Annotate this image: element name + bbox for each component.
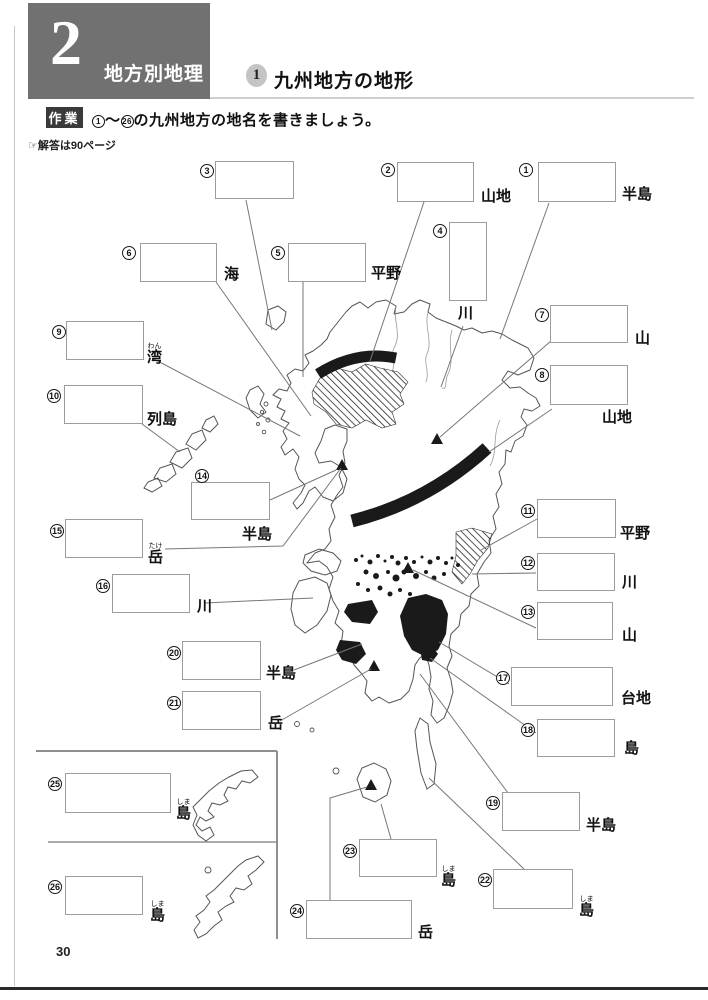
- section-title: 九州地方の地形: [274, 71, 415, 92]
- miyanoura-dake-marker: [365, 779, 377, 790]
- miyazaki-plain-hatch: [451, 527, 493, 585]
- answer-box-3[interactable]: [215, 161, 294, 199]
- mountain-markers: [336, 433, 443, 790]
- okinawa-small-island: [204, 866, 212, 874]
- answer-box-15[interactable]: [65, 519, 143, 558]
- answer-box-12[interactable]: [537, 553, 615, 591]
- kujukushima-dots: [256, 401, 271, 435]
- small-island-b: [309, 727, 315, 733]
- answer-box-26[interactable]: [65, 876, 143, 915]
- kyushu-outline: [272, 299, 541, 724]
- okinawa-island: [193, 855, 265, 939]
- answer-box-7[interactable]: [550, 305, 628, 343]
- answer-box-20[interactable]: [182, 641, 261, 680]
- kuchinoerabu-island: [332, 767, 340, 775]
- answer-box-22[interactable]: [493, 869, 573, 909]
- aso-san-marker: [431, 433, 443, 444]
- answer-box-13[interactable]: [537, 602, 613, 640]
- yakushima-island: [356, 762, 392, 803]
- answer-box-19[interactable]: [502, 792, 580, 831]
- leader-line-21: [279, 668, 372, 722]
- page-left-edge: [14, 26, 15, 986]
- chapter-number: 2: [50, 7, 82, 78]
- chapter-banner: 2 地方別地理: [28, 3, 210, 99]
- leader-line-7: [439, 340, 552, 438]
- small-island-a: [294, 721, 300, 727]
- leader-line-4: [440, 325, 464, 388]
- page-number: 30: [56, 944, 71, 959]
- unzen-dake-marker: [336, 459, 348, 470]
- answer-box-11[interactable]: [537, 499, 616, 538]
- tsukushi-plain-hatch: [311, 363, 409, 429]
- leader-line-22: [428, 777, 525, 870]
- leader-line-6: [215, 281, 312, 417]
- hirado-island: [245, 385, 267, 419]
- inset-frame: [36, 750, 278, 939]
- answer-box-18[interactable]: [537, 719, 615, 757]
- section-number-badge: 1: [246, 64, 267, 87]
- kirishima-yama-marker: [402, 562, 414, 573]
- leader-line-15: [164, 467, 342, 550]
- goto-islands: [143, 415, 219, 493]
- answer-box-21[interactable]: [182, 691, 261, 730]
- answer-box-10[interactable]: [64, 385, 143, 424]
- leader-line-12: [471, 572, 537, 575]
- leader-line-19: [419, 673, 509, 794]
- answer-note: ☞解答は90ページ: [28, 140, 116, 152]
- answer-box-16[interactable]: [112, 574, 190, 613]
- leader-line-2: [369, 201, 425, 362]
- leader-line-3: [245, 199, 273, 331]
- leader-lines: [141, 199, 553, 900]
- circled-number-start: 1: [92, 115, 105, 128]
- kyushu-mountains-band: [350, 443, 492, 528]
- page-bottom-edge: [0, 987, 708, 990]
- answer-box-25[interactable]: [65, 773, 171, 813]
- iki-island: [265, 305, 287, 331]
- answer-box-9[interactable]: [66, 321, 144, 360]
- volcanic-black-areas: [336, 554, 460, 664]
- amakusa-islands: [290, 548, 342, 634]
- task-text: の九州地方の地名を書きましょう。: [133, 112, 381, 129]
- answer-box-8[interactable]: [550, 365, 628, 405]
- leader-line-24: [329, 786, 368, 900]
- task-badge: 作業: [46, 107, 83, 128]
- leader-line-10: [141, 423, 181, 453]
- answer-box-6[interactable]: [140, 243, 217, 282]
- leader-line-9: [151, 357, 301, 437]
- leader-line-11: [480, 518, 538, 551]
- answer-box-1[interactable]: [538, 162, 616, 202]
- answer-box-23[interactable]: [359, 839, 437, 877]
- leader-line-20: [293, 643, 363, 671]
- answer-box-17[interactable]: [511, 667, 613, 706]
- leader-line-23: [380, 803, 392, 840]
- leader-line-13: [412, 569, 537, 629]
- answer-box-24[interactable]: [306, 900, 412, 939]
- amami-oshima-island: [192, 769, 259, 842]
- header-rule: [210, 97, 694, 99]
- answer-box-4[interactable]: [449, 222, 487, 301]
- answer-box-2[interactable]: [397, 162, 474, 202]
- kaimon-dake-marker: [368, 660, 380, 671]
- answer-box-5[interactable]: [288, 243, 366, 282]
- chapter-title: 地方別地理: [104, 64, 205, 85]
- answer-box-14[interactable]: [191, 482, 270, 520]
- tanegashima-island: [414, 717, 437, 790]
- tsukushi-mountains-band: [315, 350, 398, 379]
- internal-border-lines: [391, 306, 501, 467]
- leader-line-18: [429, 657, 537, 734]
- circled-number-end: 26: [120, 115, 134, 128]
- leader-line-1: [499, 202, 550, 340]
- leader-line-14: [269, 469, 337, 501]
- task-tilde: 〜: [105, 112, 121, 129]
- leader-line-8: [488, 408, 553, 453]
- leader-line-16: [204, 597, 314, 604]
